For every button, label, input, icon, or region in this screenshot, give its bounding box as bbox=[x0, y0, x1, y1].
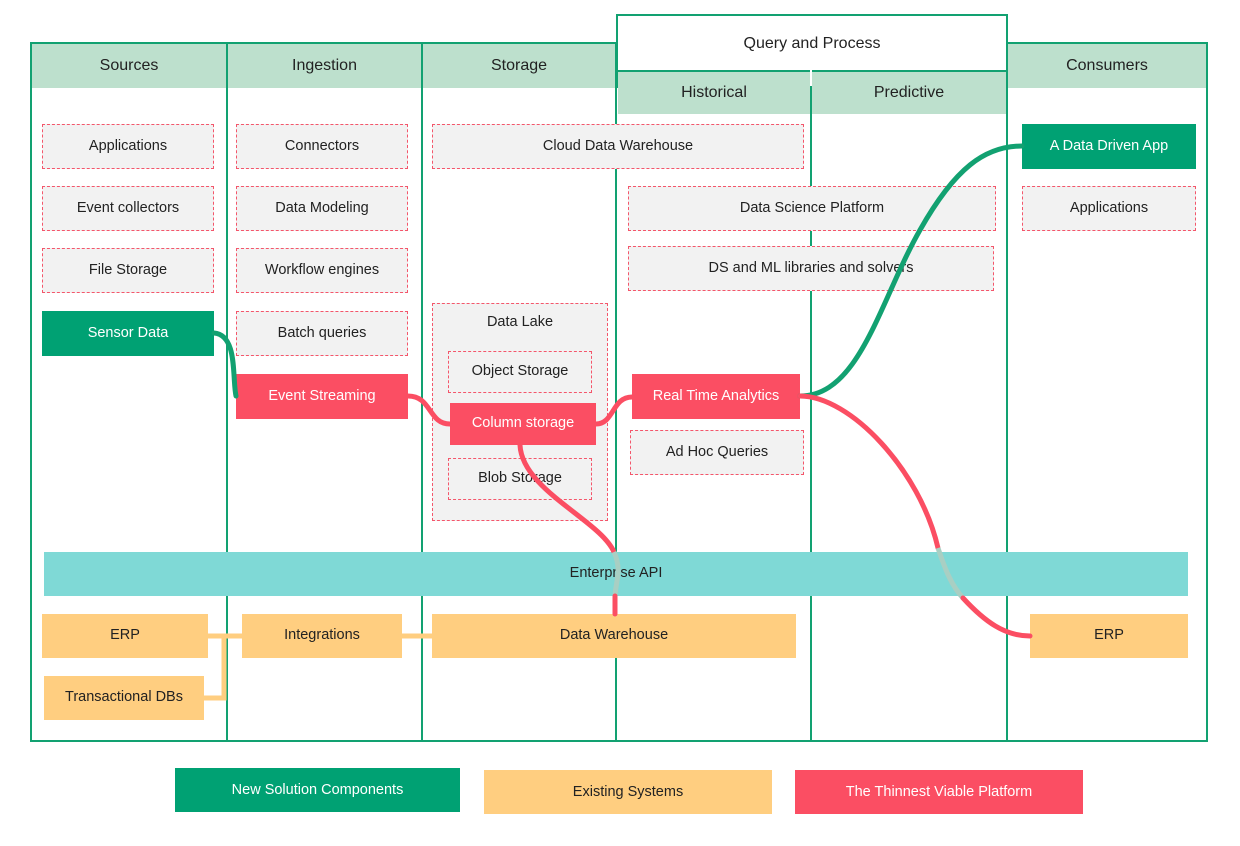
legend-existing-systems: Existing Systems bbox=[484, 770, 772, 814]
column-divider-1 bbox=[226, 42, 228, 742]
query-and-process-title: Query and Process bbox=[743, 35, 881, 52]
subcolumn-header-historical: Historical bbox=[681, 84, 747, 101]
node-ds-and-ml-libraries[interactable]: DS and ML libraries and solvers bbox=[628, 246, 994, 291]
column-header-ingestion: Ingestion bbox=[292, 57, 357, 74]
node-applications-sources[interactable]: Applications bbox=[42, 124, 214, 169]
node-data-lake-label: Data Lake bbox=[486, 314, 554, 330]
column-header-band-storage bbox=[423, 44, 615, 88]
node-enterprise-api[interactable]: Enterprise API bbox=[44, 552, 1188, 596]
node-data-science-platform[interactable]: Data Science Platform bbox=[628, 186, 996, 231]
column-divider-4 bbox=[810, 42, 812, 742]
column-header-storage: Storage bbox=[490, 57, 548, 74]
node-batch-queries[interactable]: Batch queries bbox=[236, 311, 408, 356]
node-integrations[interactable]: Integrations bbox=[242, 614, 402, 658]
column-divider-2 bbox=[421, 42, 423, 742]
column-header-consumers: Consumers bbox=[1066, 57, 1148, 74]
node-data-warehouse[interactable]: Data Warehouse bbox=[432, 614, 796, 658]
node-file-storage[interactable]: File Storage bbox=[42, 248, 214, 293]
subcolumn-band-predictive bbox=[812, 70, 1006, 114]
node-erp-sources[interactable]: ERP bbox=[42, 614, 208, 658]
node-column-storage[interactable]: Column storage bbox=[450, 403, 596, 445]
column-header-sources: Sources bbox=[99, 57, 159, 74]
column-divider-5 bbox=[1006, 42, 1008, 742]
legend-thinnest-viable-platform: The Thinnest Viable Platform bbox=[795, 770, 1083, 814]
column-header-band-sources bbox=[32, 44, 226, 88]
node-workflow-engines[interactable]: Workflow engines bbox=[236, 248, 408, 293]
node-transactional-dbs[interactable]: Transactional DBs bbox=[44, 676, 204, 720]
subcolumn-band-historical bbox=[618, 70, 810, 114]
node-connectors[interactable]: Connectors bbox=[236, 124, 408, 169]
node-event-streaming[interactable]: Event Streaming bbox=[236, 374, 408, 419]
column-header-band-consumers bbox=[1008, 44, 1206, 88]
column-header-band-ingestion bbox=[228, 44, 421, 88]
legend-new-solution-components: New Solution Components bbox=[175, 768, 460, 812]
column-divider-3 bbox=[615, 42, 617, 742]
node-cloud-data-warehouse[interactable]: Cloud Data Warehouse bbox=[432, 124, 804, 169]
node-a-data-driven-app[interactable]: A Data Driven App bbox=[1022, 124, 1196, 169]
node-real-time-analytics[interactable]: Real Time Analytics bbox=[632, 374, 800, 419]
node-sensor-data[interactable]: Sensor Data bbox=[42, 311, 214, 356]
node-applications-consumers[interactable]: Applications bbox=[1022, 186, 1196, 231]
node-object-storage[interactable]: Object Storage bbox=[448, 351, 592, 393]
subcolumn-header-predictive: Predictive bbox=[873, 84, 945, 101]
node-event-collectors[interactable]: Event collectors bbox=[42, 186, 214, 231]
node-blob-storage[interactable]: Blob Storage bbox=[448, 458, 592, 500]
node-data-modeling[interactable]: Data Modeling bbox=[236, 186, 408, 231]
node-erp-consumers[interactable]: ERP bbox=[1030, 614, 1188, 658]
node-ad-hoc-queries[interactable]: Ad Hoc Queries bbox=[630, 430, 804, 475]
